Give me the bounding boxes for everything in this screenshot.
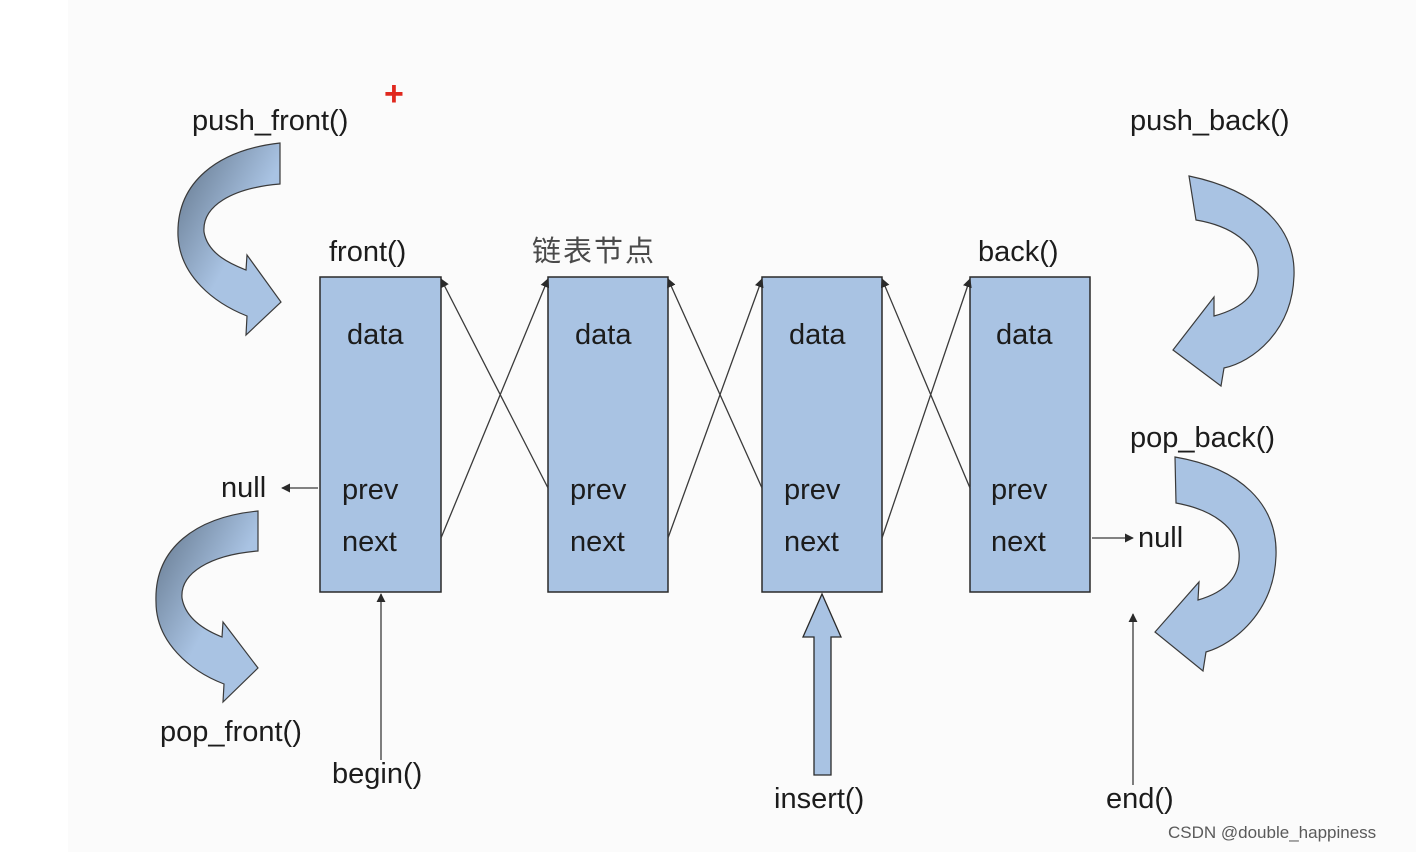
push-front-curved-arrow [177, 142, 282, 337]
pop-back-label: pop_back() [1130, 422, 1276, 454]
plus-marker: + [384, 75, 404, 113]
push-front-label: push_front() [192, 105, 349, 137]
next-link-3-4 [881, 278, 972, 539]
insert-label: insert() [774, 783, 865, 815]
node-1-prev: prev [342, 474, 399, 506]
node-2-data: data [575, 319, 632, 351]
null-left-label: null [221, 472, 267, 504]
push-back-curved-arrow [1172, 175, 1295, 388]
push-back-label: push_back() [1130, 105, 1290, 137]
prev-link-4-3 [880, 278, 971, 489]
null-right-label: null [1138, 522, 1184, 554]
back-label: back() [978, 236, 1059, 268]
node-caption: 链表节点 [532, 236, 657, 268]
node-3-prev: prev [784, 474, 841, 506]
node-1-data: data [347, 319, 404, 351]
next-link-1-2 [440, 278, 550, 539]
node-box-3 [761, 276, 883, 593]
watermark: CSDN @double_happiness [1168, 823, 1377, 842]
node-4-next: next [991, 526, 1046, 558]
node-4-data: data [996, 319, 1053, 351]
node-2-prev: prev [570, 474, 627, 506]
canvas-background [68, 0, 1416, 852]
node-3-data: data [789, 319, 846, 351]
insert-arrow [802, 592, 842, 776]
pop-front-label: pop_front() [160, 716, 302, 748]
end-label: end() [1106, 783, 1174, 815]
prev-link-3-2 [667, 278, 763, 489]
node-4-prev: prev [991, 474, 1048, 506]
begin-label: begin() [332, 758, 423, 790]
node-box-4 [969, 276, 1091, 593]
node-3-next: next [784, 526, 839, 558]
pop-back-curved-arrow [1154, 456, 1277, 673]
prev-link-2-1 [440, 278, 549, 489]
node-box-1 [319, 276, 442, 593]
node-2-next: next [570, 526, 625, 558]
front-label: front() [329, 236, 407, 268]
node-box-2 [547, 276, 669, 593]
pop-front-curved-arrow [155, 510, 259, 704]
node-1-next: next [342, 526, 397, 558]
next-link-2-3 [667, 278, 764, 539]
